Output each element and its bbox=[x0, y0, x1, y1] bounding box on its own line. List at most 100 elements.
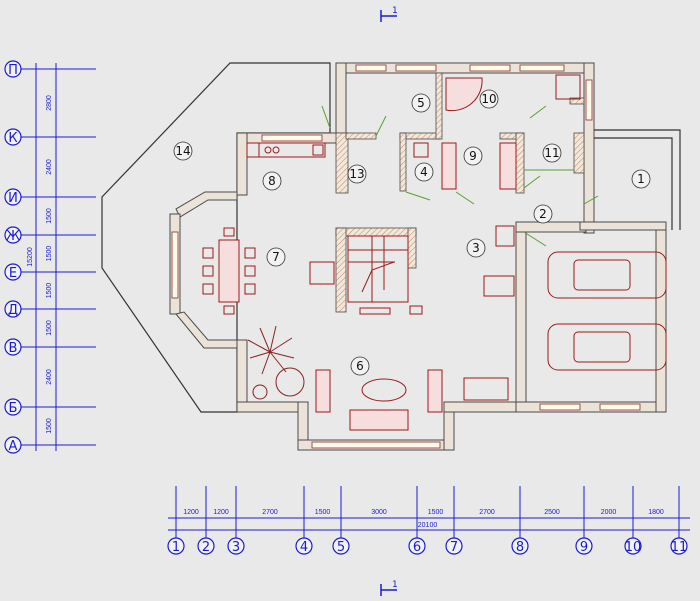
row-dim-value: 1500 bbox=[46, 418, 53, 434]
row-axis-marker bbox=[4, 188, 22, 206]
col-dim-value: 1200 bbox=[213, 509, 229, 516]
row-axis-marker bbox=[4, 226, 22, 244]
room-number-label: 3 bbox=[472, 241, 480, 255]
section-label-top: 1 bbox=[392, 6, 398, 16]
col-axis-label: 11 bbox=[671, 540, 688, 555]
room-number-marker bbox=[173, 141, 193, 161]
row-dim-value: 1500 bbox=[46, 283, 53, 299]
room-number-marker bbox=[262, 171, 282, 191]
row-dim-value: 2400 bbox=[46, 369, 53, 385]
room-number-marker bbox=[533, 204, 553, 224]
partitions bbox=[335, 72, 585, 313]
col-axis-label: 1 bbox=[172, 540, 180, 555]
room-number-marker bbox=[266, 247, 286, 267]
row-axis-marker bbox=[4, 60, 22, 78]
terrace-outline bbox=[101, 62, 331, 413]
row-axis-label: Е bbox=[9, 266, 17, 281]
room-number-marker bbox=[631, 169, 651, 189]
col-axis-marker bbox=[332, 537, 350, 555]
room-number-label: 6 bbox=[356, 359, 364, 373]
row-axis-marker bbox=[4, 398, 22, 416]
row-axis-label: В bbox=[9, 341, 18, 356]
row-axis-label: П bbox=[8, 63, 18, 78]
row-axis-marker bbox=[4, 300, 22, 318]
section-label-bottom: 1 bbox=[392, 580, 398, 590]
col-axis-label: 9 bbox=[580, 540, 588, 555]
row-axis-label: Ж bbox=[6, 229, 20, 244]
door-swings bbox=[321, 105, 599, 247]
room-number-label: 2 bbox=[539, 207, 547, 221]
col-axis-label: 7 bbox=[450, 540, 458, 555]
col-axis-marker bbox=[227, 537, 245, 555]
col-axis-marker bbox=[575, 537, 593, 555]
room-number-label: 11 bbox=[544, 146, 559, 160]
col-dim-value: 2700 bbox=[479, 509, 495, 516]
col-axis-label: 2 bbox=[202, 540, 210, 555]
dimension-lines: 2800240015001500150015002400150015200120… bbox=[27, 95, 664, 529]
row-dim-value: 2400 bbox=[46, 159, 53, 175]
room-number-marker bbox=[463, 146, 483, 166]
row-dim-value: 1500 bbox=[46, 246, 53, 262]
room-number-label: 10 bbox=[481, 92, 496, 106]
col-axis-marker bbox=[295, 537, 313, 555]
room-number-label: 7 bbox=[272, 250, 280, 264]
row-axis-label: Д bbox=[8, 303, 18, 318]
col-axis-label: 3 bbox=[232, 540, 240, 555]
room-number-label: 1 bbox=[637, 172, 645, 186]
windows bbox=[171, 64, 641, 449]
col-dim-value: 1500 bbox=[315, 509, 331, 516]
room-number-label: 9 bbox=[469, 149, 477, 163]
section-mark-top: 1 bbox=[380, 6, 398, 22]
col-dim-value: 1800 bbox=[648, 509, 664, 516]
room-number-label: 5 bbox=[417, 96, 425, 110]
living-furniture bbox=[247, 225, 515, 431]
col-axis-label: 4 bbox=[300, 540, 308, 555]
row-axis-label: И bbox=[8, 191, 18, 206]
row-dim-value: 1500 bbox=[46, 208, 53, 224]
bath-fixtures bbox=[413, 74, 581, 190]
row-dim-value: 1500 bbox=[46, 320, 53, 336]
col-axis-label: 5 bbox=[337, 540, 345, 555]
row-total-value: 15200 bbox=[27, 247, 34, 267]
col-dim-value: 3000 bbox=[371, 509, 387, 516]
section-mark-bottom: 1 bbox=[380, 580, 398, 596]
row-axis-label: К bbox=[8, 131, 17, 146]
col-axis-marker bbox=[445, 537, 463, 555]
outer-walls bbox=[169, 62, 681, 451]
col-dim-value: 2000 bbox=[601, 509, 617, 516]
row-axis-marker bbox=[4, 128, 22, 146]
room-number-marker bbox=[466, 238, 486, 258]
col-axis-marker bbox=[408, 537, 426, 555]
col-axis-marker bbox=[624, 537, 642, 555]
row-axis-marker bbox=[4, 338, 22, 356]
row-axis-label: А bbox=[9, 439, 18, 454]
room-number-label: 4 bbox=[420, 165, 428, 179]
col-axis-marker bbox=[167, 537, 185, 555]
room-number-marker bbox=[350, 356, 370, 376]
col-axis-label: 6 bbox=[413, 540, 421, 555]
col-dim-value: 2500 bbox=[544, 509, 560, 516]
col-dim-value: 1200 bbox=[183, 509, 199, 516]
row-axis-marker bbox=[4, 263, 22, 281]
room-number-marker bbox=[411, 93, 431, 113]
col-axis-marker bbox=[670, 537, 688, 555]
room-number-marker bbox=[347, 164, 367, 184]
col-total-value: 20100 bbox=[418, 522, 438, 529]
dining-table bbox=[202, 227, 256, 315]
staircase bbox=[347, 235, 423, 315]
axis-grid: П К И Ж Е Д В Б А 1 2 3 4 5 6 7 8 9 10 11 bbox=[4, 60, 690, 555]
col-axis-label: 8 bbox=[516, 540, 524, 555]
row-axis-label: Б bbox=[9, 401, 18, 416]
room-number-label: 14 bbox=[175, 144, 190, 158]
col-dim-value: 1500 bbox=[428, 509, 444, 516]
row-dim-value: 2800 bbox=[46, 95, 53, 111]
room-number-marker bbox=[414, 162, 434, 182]
kitchen-units bbox=[246, 142, 326, 158]
row-axis-marker bbox=[4, 436, 22, 454]
room-number-marker bbox=[479, 89, 499, 109]
col-dim-value: 2700 bbox=[262, 509, 278, 516]
col-axis-marker bbox=[511, 537, 529, 555]
room-number-marker bbox=[542, 143, 562, 163]
col-axis-label: 10 bbox=[625, 540, 642, 555]
